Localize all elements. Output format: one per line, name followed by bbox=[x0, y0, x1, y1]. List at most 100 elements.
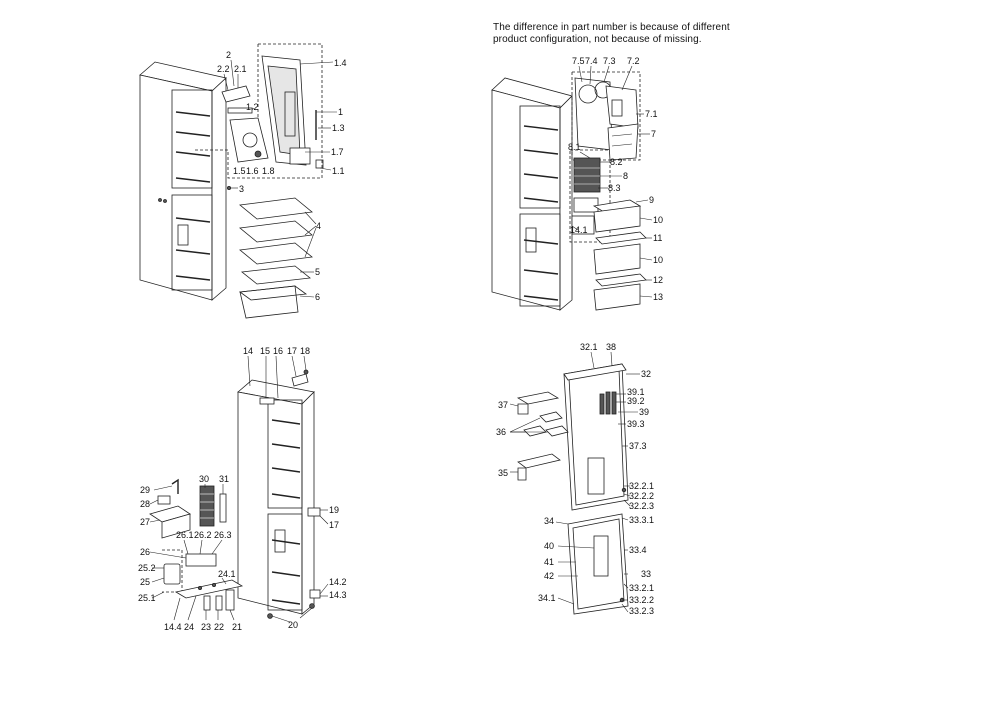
compressor bbox=[163, 563, 181, 585]
part-label: 39 bbox=[639, 407, 649, 417]
top-hinge-cover bbox=[259, 397, 275, 405]
egg-tray bbox=[545, 425, 569, 437]
part-label: 1.1 bbox=[332, 166, 345, 176]
part-label: 7.2 bbox=[627, 56, 640, 66]
part-label: 38 bbox=[606, 342, 616, 352]
part-label: 25.1 bbox=[138, 593, 156, 603]
glass-shelf bbox=[240, 265, 312, 285]
part-label: 1.3 bbox=[332, 123, 345, 133]
balcony-top bbox=[516, 391, 560, 405]
part-label: 33 bbox=[641, 569, 651, 579]
freezer-drawer bbox=[593, 243, 641, 275]
upper-compartment bbox=[519, 105, 561, 209]
door-gasket bbox=[572, 518, 625, 610]
leader bbox=[610, 351, 613, 367]
thermostat-knob bbox=[254, 150, 262, 158]
leader bbox=[251, 107, 257, 111]
part-label: 14.4 bbox=[164, 622, 182, 632]
part-label: 41 bbox=[544, 557, 554, 567]
part-number-note: The difference in part number is because… bbox=[493, 22, 793, 46]
leader bbox=[304, 227, 317, 258]
part-label: 13 bbox=[653, 292, 663, 302]
mounting-bracket-front bbox=[161, 513, 191, 539]
part-label: 2.2 bbox=[217, 64, 230, 74]
crisper-drawer-top bbox=[238, 285, 308, 301]
drain-clip bbox=[157, 495, 171, 505]
leader bbox=[571, 225, 579, 231]
leader bbox=[271, 615, 291, 623]
part-label: 34 bbox=[544, 516, 554, 526]
part-label: 8.3 bbox=[608, 183, 621, 193]
liner-rail bbox=[271, 599, 301, 605]
liner-rail bbox=[271, 539, 301, 545]
leader bbox=[639, 295, 653, 298]
leader bbox=[151, 577, 165, 583]
part-label: 7.1 bbox=[645, 109, 658, 119]
rear-cover bbox=[225, 589, 235, 611]
liner-rail bbox=[271, 493, 301, 499]
leader bbox=[557, 545, 595, 549]
part-label: 14.2 bbox=[329, 577, 347, 587]
leader bbox=[621, 65, 633, 91]
liner-vent bbox=[525, 227, 537, 253]
adjustable-foot bbox=[267, 613, 273, 619]
glass-shelf bbox=[239, 197, 313, 220]
drip-tray bbox=[573, 197, 599, 213]
part-label: 22 bbox=[214, 622, 224, 632]
part-label: 25.2 bbox=[138, 563, 156, 573]
filter-drier bbox=[219, 493, 227, 523]
upper-compartment bbox=[267, 399, 303, 509]
part-label: 5 bbox=[315, 267, 320, 277]
bottom-hinge bbox=[309, 589, 321, 599]
part-label: 33.2.2 bbox=[629, 595, 654, 605]
relay-box bbox=[185, 553, 217, 567]
duct-parts-frame bbox=[572, 71, 641, 161]
part-label: 32 bbox=[641, 369, 651, 379]
part-label: 24 bbox=[184, 622, 194, 632]
leader bbox=[303, 355, 307, 371]
balcony-front bbox=[517, 403, 529, 415]
bottle-rack-top bbox=[517, 453, 561, 469]
leader bbox=[291, 355, 297, 377]
door-handle-bar bbox=[605, 391, 611, 415]
part-label: 39.2 bbox=[627, 396, 645, 406]
part-label: 42 bbox=[544, 571, 554, 581]
egg-tray bbox=[523, 425, 547, 437]
leader bbox=[623, 493, 631, 497]
leader bbox=[299, 295, 315, 298]
part-label: 37.3 bbox=[629, 441, 647, 451]
part-label: 30 bbox=[199, 474, 209, 484]
part-label: 33.4 bbox=[629, 545, 647, 555]
light-cover bbox=[289, 147, 311, 165]
leader bbox=[173, 597, 181, 621]
small-clip bbox=[315, 159, 324, 169]
drain-pipe bbox=[171, 478, 179, 494]
liner-rail bbox=[271, 571, 301, 577]
part-label: 33.2.1 bbox=[629, 583, 654, 593]
lower-compartment bbox=[519, 213, 561, 307]
part-label: 6 bbox=[315, 292, 320, 302]
part-label: 25 bbox=[140, 577, 150, 587]
door-handle-bar bbox=[599, 393, 605, 415]
leader bbox=[557, 597, 575, 605]
liner-rail bbox=[175, 275, 211, 281]
leader bbox=[149, 519, 161, 523]
part-label: 21 bbox=[232, 622, 242, 632]
leader bbox=[304, 211, 317, 225]
part-label: 15 bbox=[260, 346, 270, 356]
part-label: 29 bbox=[140, 485, 150, 495]
cabinet-assembly-bottom-left: 14 15 16 17 18 19 17 29 28 27 30 31 26 2… bbox=[138, 346, 347, 632]
part-label: 14 bbox=[243, 346, 253, 356]
fan-blade bbox=[578, 84, 598, 104]
liner-rail bbox=[175, 151, 211, 157]
part-label: 17 bbox=[287, 346, 297, 356]
part-label: 26 bbox=[140, 547, 150, 557]
leader bbox=[304, 225, 317, 236]
bottle-rack-front bbox=[517, 467, 527, 481]
damper bbox=[203, 595, 211, 611]
part-label: 32.1 bbox=[580, 342, 598, 352]
part-label: 19 bbox=[329, 505, 339, 515]
leader bbox=[579, 151, 591, 159]
part-label: 34.1 bbox=[538, 593, 556, 603]
